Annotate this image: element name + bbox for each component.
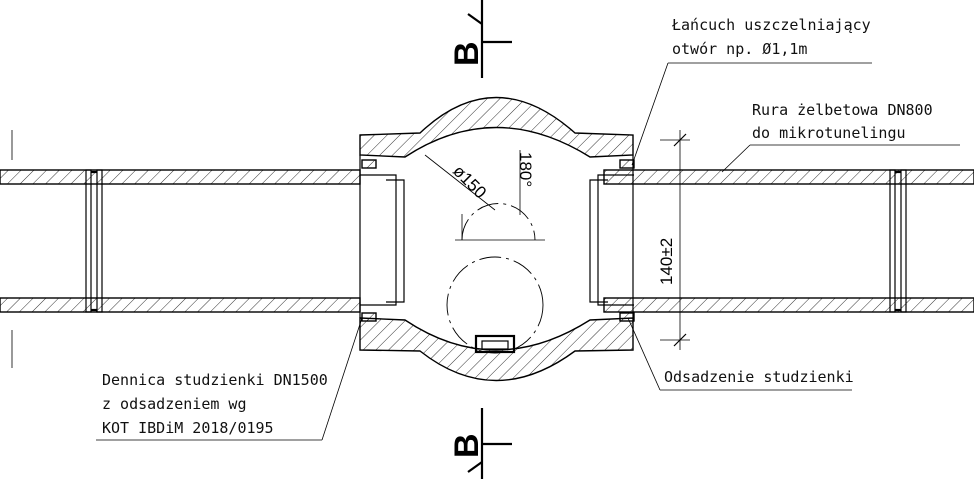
manhole-top-wall bbox=[359, 96, 634, 382]
section-mark-top: B bbox=[448, 0, 512, 78]
chain-leader: Łańcuch uszczelniający otwór np. Ø1,1m bbox=[631, 16, 872, 166]
pipe-label-line1: Rura żelbetowa DN800 bbox=[752, 101, 933, 119]
section-mark-bottom: B bbox=[448, 408, 512, 479]
section-label-top: B bbox=[448, 41, 486, 66]
bottom-label-line3: KOT IBDiM 2018/0195 bbox=[102, 419, 274, 437]
diameter-dimension: ø150 bbox=[424, 154, 496, 240]
bottom-leader: Dennica studzienki DN1500 z odsadzeniem … bbox=[96, 317, 363, 441]
pipe-ends bbox=[359, 155, 634, 318]
offset-label: Odsadzenie studzienki bbox=[664, 368, 854, 386]
bottom-label-line2: z odsadzeniem wg bbox=[102, 395, 247, 413]
pipe-label-line2: do mikrotunelingu bbox=[752, 124, 906, 142]
seal-rings bbox=[361, 159, 635, 322]
diameter-label: ø150 bbox=[449, 161, 490, 202]
chain-label-line1: Łańcuch uszczelniający bbox=[671, 16, 871, 34]
pipe-leader: Rura żelbetowa DN800 do mikrotunelingu bbox=[721, 101, 960, 173]
offset-leader: Odsadzenie studzienki bbox=[627, 317, 854, 391]
left-pipe bbox=[0, 169, 361, 313]
bottom-label-line1: Dennica studzienki DN1500 bbox=[102, 371, 328, 389]
height-dimension: 140±2 bbox=[657, 130, 690, 350]
chain-label-line2: otwór np. Ø1,1m bbox=[672, 40, 807, 58]
right-pipe bbox=[603, 169, 974, 313]
angle-label: 180° bbox=[516, 152, 535, 187]
height-label: 140±2 bbox=[657, 238, 676, 285]
inlet-box bbox=[474, 334, 516, 354]
angle-dimension: 180° bbox=[516, 150, 535, 215]
section-label-bottom: B bbox=[448, 433, 486, 458]
